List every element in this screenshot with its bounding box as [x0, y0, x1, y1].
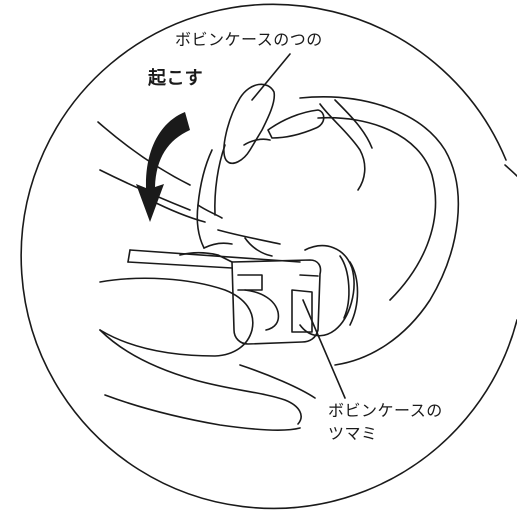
bobbin-case-horn-slot	[267, 109, 325, 139]
bobbin-case-rim	[319, 103, 366, 191]
bobbin-case-knob	[231, 259, 322, 345]
raise-instruction-label: 起こす	[148, 68, 204, 89]
magnifier-circle	[20, 3, 517, 510]
bobbin	[299, 244, 355, 337]
thumb	[99, 277, 254, 357]
index-finger	[99, 329, 302, 425]
curved-arrow-down-icon	[136, 112, 190, 222]
bobbin-case-horn-label: ボビンケースのつの	[175, 30, 323, 49]
leader-line-knob	[302, 299, 346, 399]
magnifier-edge-mark	[504, 164, 517, 177]
bobbin-case-knob-label-line1: ボビンケースの	[328, 401, 443, 420]
bobbin-case-horn	[223, 83, 276, 165]
leader-line-horn	[251, 53, 291, 101]
bobbin-case-body-inner	[317, 116, 437, 301]
bobbin-case-knob-label-line2: ツマミ	[328, 424, 378, 443]
bobbin-case-body	[299, 96, 460, 366]
hook-race	[196, 149, 213, 249]
